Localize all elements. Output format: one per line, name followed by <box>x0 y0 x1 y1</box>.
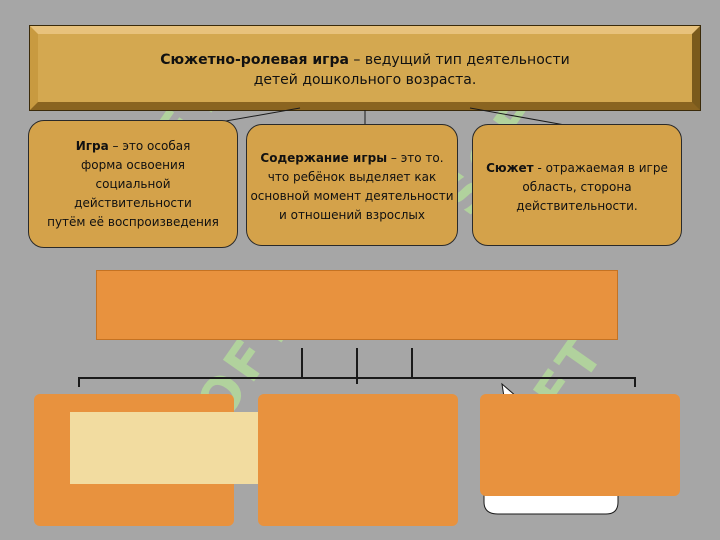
title-box: Сюжетно-ролевая игра – ведущий тип деяте… <box>30 26 700 110</box>
bottom-card-right <box>480 394 680 496</box>
title-bold: Сюжетно-ролевая игра <box>160 52 349 68</box>
plot-def-first: - отражаемая в игре <box>533 161 668 175</box>
title-text: Сюжетно-ролевая игра – ведущий тип деяте… <box>38 50 692 90</box>
definition-box-plot: Сюжет - отражаемая в игре область, сторо… <box>472 124 682 246</box>
content-def-line: что ребёнок выделяет как <box>267 170 437 184</box>
bottom-card-middle <box>258 394 458 526</box>
content-def-line: и отношений взрослых <box>278 208 425 222</box>
definition-box-content: Содержание игры – это то. что ребёнок вы… <box>246 124 458 246</box>
plot-def-line: действительности. <box>516 199 638 213</box>
game-def-line: действительности <box>74 196 192 210</box>
connector-tick <box>634 377 636 387</box>
game-def-line: социальной <box>95 177 171 191</box>
game-term: Игра <box>75 139 109 153</box>
game-def-line: форма освоения <box>80 158 186 172</box>
plot-def-line: область, сторона <box>522 180 632 194</box>
game-def-line: путём её воспроизведения <box>47 215 219 229</box>
content-def-first: – это то. <box>387 151 444 165</box>
connector-horizontal <box>78 377 636 379</box>
connector-vertical <box>411 348 413 378</box>
content-def-line: основной момент деятельности <box>250 189 454 203</box>
bottom-card-left-inner <box>70 412 271 484</box>
connector-vertical <box>301 348 303 378</box>
plot-term: Сюжет <box>486 161 534 175</box>
content-term: Содержание игры <box>260 151 388 165</box>
connector-tick <box>78 377 80 387</box>
connector-vertical <box>356 348 358 384</box>
game-def-first: – это особая <box>108 139 191 153</box>
empty-heading-bar <box>96 270 618 340</box>
title-line2: детей дошкольного возраста. <box>253 72 477 88</box>
title-line1: – ведущий тип деятельности <box>348 52 570 68</box>
definition-box-game: Игра – это особая форма освоения социаль… <box>28 120 238 248</box>
